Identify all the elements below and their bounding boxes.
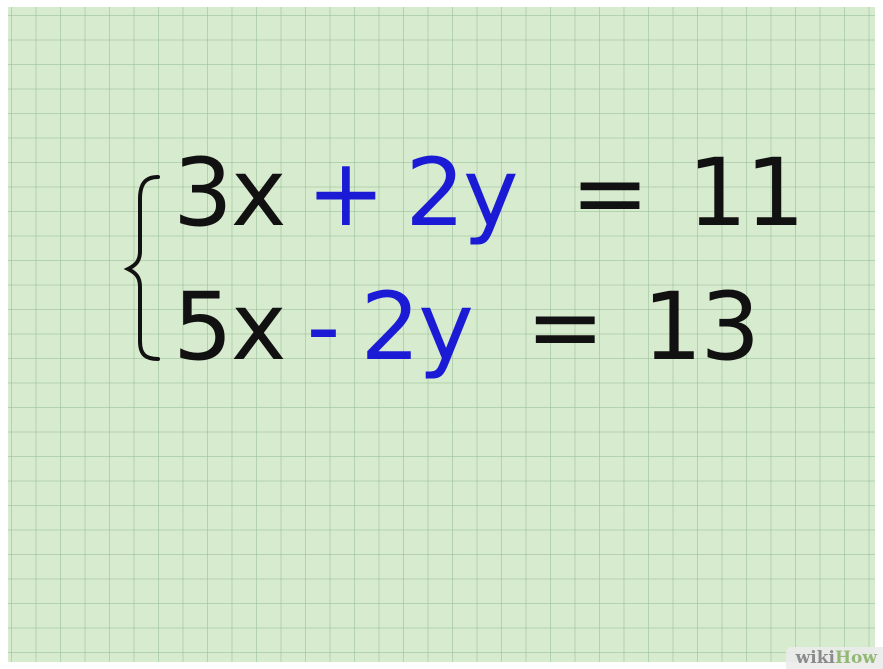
- wikihow-watermark: wikiHow: [785, 647, 883, 669]
- curly-brace: [123, 175, 160, 361]
- equation-1-coef-y: 2: [405, 139, 465, 248]
- watermark-wiki-text: wiki: [795, 648, 835, 668]
- equation-1-result: 11: [687, 139, 805, 248]
- equation-2: 5x-2y = 13: [173, 273, 761, 383]
- equation-2-equals: =: [525, 273, 605, 382]
- equation-1-operator: +: [306, 139, 385, 248]
- equation-1-equals: =: [570, 139, 650, 248]
- equation-2-var-y: y: [418, 273, 474, 382]
- equation-2-coef-y: 2: [360, 273, 420, 382]
- equation-1: 3x+2y = 11: [173, 139, 805, 249]
- equation-1-coef-x: 3: [173, 139, 233, 248]
- watermark-how-text: How: [834, 648, 877, 668]
- equation-2-var-x: x: [230, 273, 287, 382]
- equation-2-result: 13: [642, 273, 761, 382]
- equation-2-operator: -: [306, 273, 340, 382]
- equation-1-var-x: x: [230, 139, 287, 248]
- equation-1-var-y: y: [463, 139, 519, 248]
- equation-2-coef-x: 5: [173, 273, 233, 382]
- graph-paper-background: 3x+2y=11 5x-2y=13: [8, 7, 875, 662]
